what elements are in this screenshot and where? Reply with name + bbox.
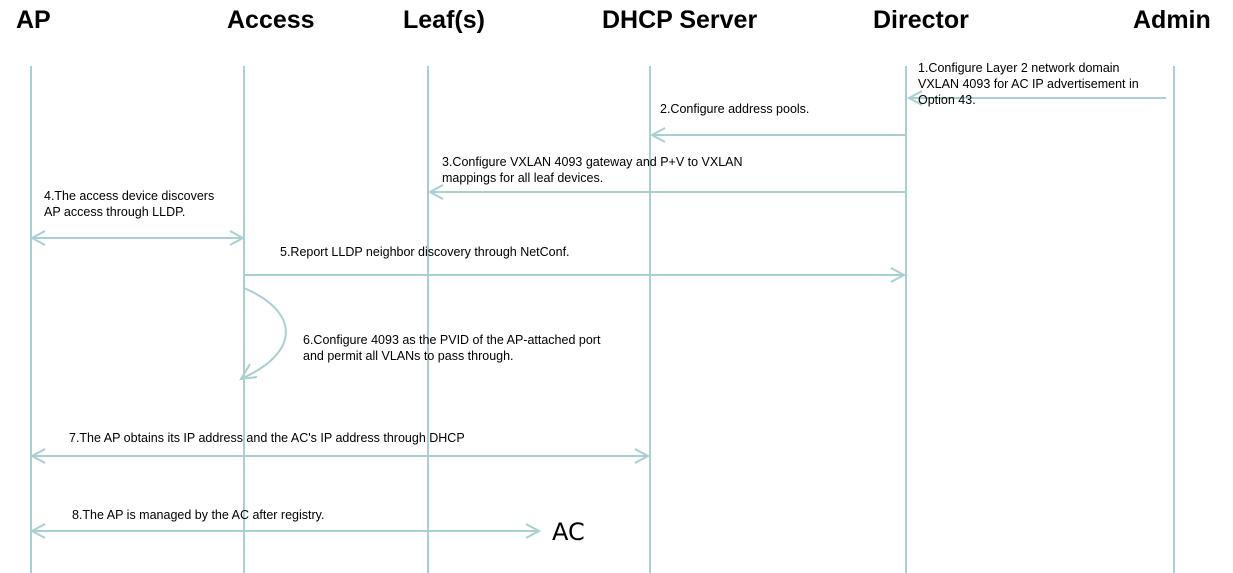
participant-admin: Admin [1133,6,1211,34]
message-7-label: 7.The AP obtains its IP address and the … [69,431,465,445]
arrow-6-self-loop [239,287,287,381]
arrow-3 [427,184,906,200]
arrow-1 [906,90,1166,106]
participant-access: Access [227,6,315,34]
message-3-label: 3.Configure VXLAN 4093 gateway and P+V t… [442,155,743,185]
message-2-label: 2.Configure address pools. [660,102,810,116]
participant-director: Director [873,6,969,34]
arrow-4 [29,230,246,246]
arrow-2 [649,127,906,143]
arrow-8 [29,523,542,539]
message-6-label: 6.Configure 4093 as the PVID of the AP-a… [303,333,601,363]
participant-dhcp-server: DHCP Server [602,6,758,34]
message-4-label: 4.The access device discovers AP access … [44,189,215,219]
arrow-5 [244,267,907,283]
arrow-7 [29,448,651,464]
message-8-label: 8.The AP is managed by the AC after regi… [72,508,325,522]
participant-leaf: Leaf(s) [403,6,485,34]
participant-ap: AP [16,6,51,34]
ac-label: AC [552,518,585,546]
message-1-label: 1.Configure Layer 2 network domain VXLAN… [918,61,1139,107]
message-5-label: 5.Report LLDP neighbor discovery through… [280,245,570,259]
